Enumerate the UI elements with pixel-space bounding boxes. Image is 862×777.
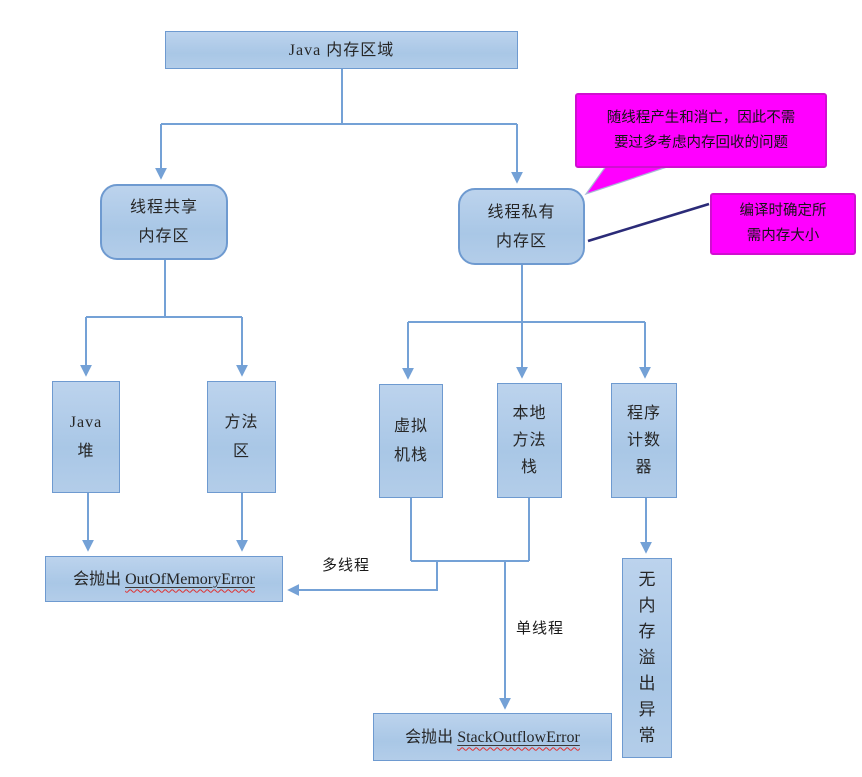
node-native-method-stack: 本地 方法 栈 bbox=[497, 383, 562, 498]
callout-thread-lifecycle: 随线程产生和消亡，因此不需 要过多考虑内存回收的问题 bbox=[575, 93, 827, 168]
oom-prefix: 会抛出 bbox=[73, 570, 126, 588]
node-native-stack-line1: 本地 bbox=[512, 405, 547, 422]
node-method-area-line1: 方法 bbox=[224, 414, 259, 431]
node-thread-shared: 线程共享 内存区 bbox=[100, 184, 228, 260]
node-java-memory: Java 内存区域 bbox=[165, 31, 518, 69]
label-single-thread: 单线程 bbox=[516, 620, 565, 637]
node-java-heap-line1: Java bbox=[69, 414, 103, 431]
node-thread-private: 线程私有 内存区 bbox=[458, 188, 585, 265]
node-thread-shared-line1: 线程共享 bbox=[129, 199, 198, 216]
callout-compile-time: 编译时确定所 需内存大小 bbox=[710, 193, 856, 255]
stack-error-text: StackOutflowError bbox=[457, 728, 580, 746]
callout-lifecycle-line1: 随线程产生和消亡，因此不需 bbox=[606, 109, 796, 126]
node-thread-private-line2: 内存区 bbox=[495, 232, 547, 250]
callout-compile-line1: 编译时确定所 bbox=[739, 203, 827, 219]
node-java-heap: Java 堆 bbox=[52, 381, 120, 493]
edge-compile-line bbox=[587, 202, 710, 243]
node-no-overflow-exception: 无 内 存 溢 出 异 常 bbox=[622, 558, 672, 758]
callout-compile-line2: 需内存大小 bbox=[746, 228, 820, 244]
node-program-counter: 程序 计数 器 bbox=[611, 383, 677, 498]
node-java-memory-label: Java 内存区域 bbox=[288, 41, 395, 59]
node-program-counter-line1: 程序 bbox=[626, 405, 661, 422]
no-overflow-char: 无 bbox=[638, 570, 656, 589]
no-overflow-char: 出 bbox=[638, 674, 656, 693]
edge-multithread-to-oom bbox=[287, 561, 438, 596]
node-vm-stack: 虚拟 机栈 bbox=[379, 384, 443, 498]
node-native-stack-line3: 栈 bbox=[520, 459, 538, 476]
oom-error-text: OutOfMemoryError bbox=[125, 570, 255, 588]
node-oom-error: 会抛出 OutOfMemoryError bbox=[45, 556, 283, 602]
node-vm-stack-line1: 虚拟 bbox=[393, 418, 428, 435]
node-method-area-line2: 区 bbox=[232, 443, 250, 460]
node-vm-stack-line2: 机栈 bbox=[393, 447, 428, 464]
no-overflow-char: 存 bbox=[638, 622, 656, 641]
node-java-heap-line2: 堆 bbox=[77, 443, 95, 460]
node-stack-error: 会抛出 StackOutflowError bbox=[373, 713, 612, 761]
no-overflow-char: 溢 bbox=[638, 648, 656, 667]
node-program-counter-line3: 器 bbox=[635, 459, 653, 476]
stack-error-prefix: 会抛出 bbox=[405, 728, 458, 746]
node-program-counter-line2: 计数 bbox=[626, 432, 661, 449]
node-thread-private-line1: 线程私有 bbox=[487, 203, 556, 221]
callout-lifecycle-line2: 要过多考虑内存回收的问题 bbox=[614, 134, 788, 151]
node-thread-shared-line2: 内存区 bbox=[138, 228, 190, 245]
callout-tail bbox=[584, 165, 671, 196]
node-native-stack-line2: 方法 bbox=[512, 432, 547, 449]
no-overflow-char: 常 bbox=[638, 726, 656, 745]
no-overflow-char: 异 bbox=[638, 700, 656, 719]
label-multi-thread: 多线程 bbox=[322, 557, 371, 574]
node-method-area: 方法 区 bbox=[207, 381, 276, 493]
no-overflow-char: 内 bbox=[638, 596, 656, 615]
